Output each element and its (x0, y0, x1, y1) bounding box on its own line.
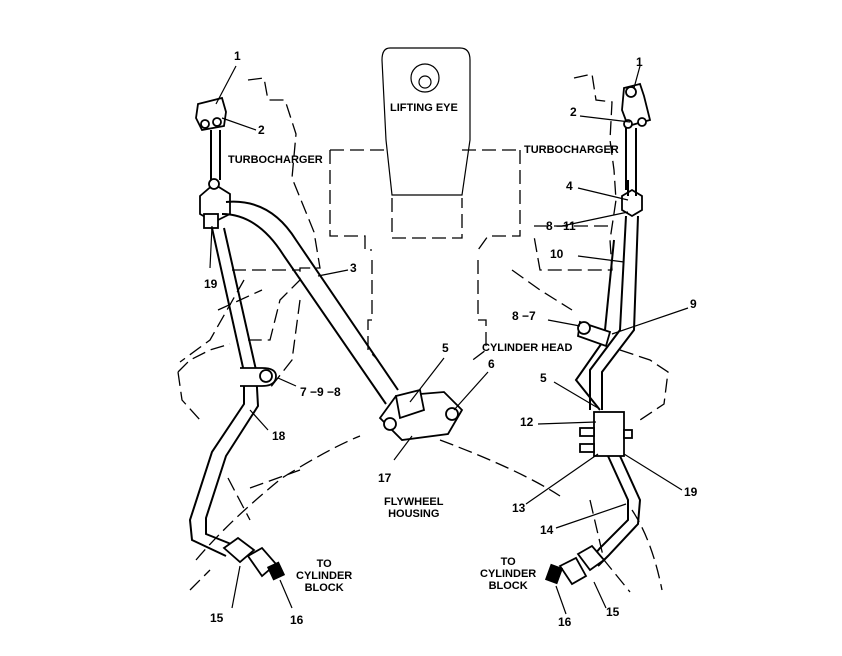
callout-left-19: 19 (204, 277, 218, 291)
to-block-right-line-2: CYLINDER (480, 568, 537, 580)
callout-right-12: 12 (520, 415, 534, 429)
flywheel-line-2: HOUSING (388, 508, 440, 520)
to-block-right-line-3: BLOCK (488, 580, 528, 592)
callout-right-2: 2 (570, 105, 577, 119)
callout-left-15: 15 (210, 611, 224, 625)
right-oil-line (544, 82, 652, 586)
callout-right-4: 4 (566, 179, 573, 193)
to-block-left-line-2: CYLINDER (296, 570, 353, 582)
leader-lines (209, 65, 689, 615)
callout-left-18: 18 (272, 429, 286, 443)
callout-right-8-7: 8 −7 (512, 309, 536, 323)
flywheel-line-1: FLYWHEEL (384, 496, 444, 508)
callout-right-16: 16 (558, 615, 572, 629)
callout-left-3: 3 (350, 261, 357, 275)
turbocharger-right-label: TURBOCHARGER (524, 144, 619, 156)
to-block-left-line-1: TO (316, 558, 332, 570)
callout-right-15: 15 (606, 605, 620, 619)
callout-right-10: 10 (550, 247, 564, 261)
callout-right-9: 9 (690, 297, 697, 311)
left-oil-line (188, 96, 399, 581)
to-block-right-line-1: TO (500, 556, 516, 568)
callout-left-6: 6 (488, 357, 495, 371)
callout-right-5: 5 (540, 371, 547, 385)
callout-right-19: 19 (684, 485, 698, 499)
center-flange (378, 388, 464, 441)
callout-left-2: 2 (258, 123, 265, 137)
lifting-eye-label: LIFTING EYE (390, 102, 458, 114)
to-block-left-line-3: BLOCK (304, 582, 344, 594)
to-cylinder-block-right-label: TO CYLINDER BLOCK (480, 556, 536, 592)
to-cylinder-block-left-label: TO CYLINDER BLOCK (296, 558, 352, 594)
callout-right-14: 14 (540, 523, 554, 537)
callout-right-13: 13 (512, 501, 526, 515)
callout-left-5: 5 (442, 341, 449, 355)
engine-outline (177, 47, 669, 593)
turbocharger-left-label: TURBOCHARGER (228, 154, 323, 166)
callout-left-1: 1 (234, 49, 241, 63)
callout-right-1: 1 (636, 55, 643, 69)
callout-left-17: 17 (378, 471, 392, 485)
flywheel-housing-label: FLYWHEEL HOUSING (384, 496, 444, 520)
cylinder-head-label: CYLINDER HEAD (482, 342, 573, 354)
callout-left-16: 16 (290, 613, 304, 627)
callout-right-8-11: 8 −11 (546, 219, 576, 233)
callout-left-7-9-8: 7 −9 −8 (300, 385, 341, 399)
